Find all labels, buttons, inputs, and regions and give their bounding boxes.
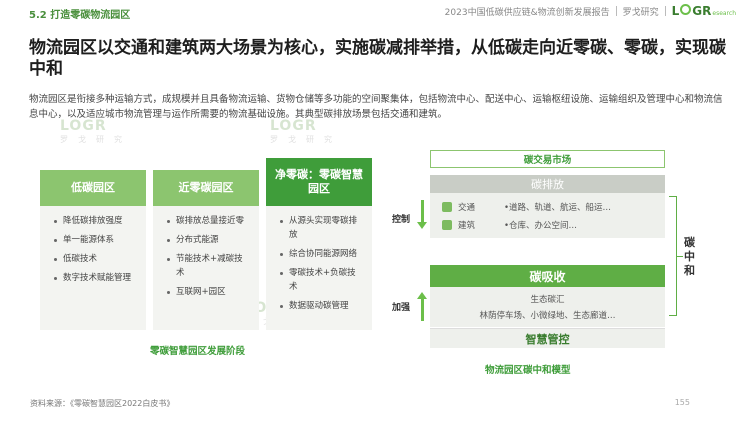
carbon-emission-header: 碳排放 (430, 175, 665, 193)
carbon-absorb-body: 生态碳汇 林荫停车场、小微绿地、生态廊道… (430, 287, 665, 327)
absorb-subtitle: 生态碳汇 (530, 295, 565, 305)
neutral-bracket-tick (677, 256, 683, 257)
section-tag: 5.2 打造零碳物流园区 (29, 10, 131, 21)
stage-title: 近零碳园区 (153, 170, 259, 206)
emission-row-building: 建筑 •仓库、办公空间… (430, 217, 665, 233)
brand-name: 罗戈研究 (622, 7, 659, 18)
list-item: 数据驱动碳管理 (280, 299, 364, 313)
source-note: 资料来源：《零碳智慧园区2022白皮书》 (30, 399, 175, 408)
model-caption: 物流园区碳中和模型 (485, 365, 571, 376)
report-title: 2023中国低碳供应链&物流创新发展报告 (444, 7, 610, 18)
strengthen-label: 加强 (392, 303, 411, 313)
stage-title: 净零碳：零碳智慧园区 (266, 158, 372, 206)
intro-paragraph: 物流园区是衔接多种运输方式，成规模并且具备物流运输、货物仓储等多功能的空间聚集体… (29, 94, 723, 120)
truck-icon (442, 202, 452, 212)
smart-control-box: 智慧管控 (430, 328, 665, 348)
carbon-emission-body: 交通 •道路、轨道、航运、船运… 建筑 •仓库、办公空间… (430, 193, 665, 238)
stage-items: 碳排放总量接近零 分布式能源 节能技术+减碳技术 互联网+园区 (153, 206, 259, 330)
carbon-market-box: 碳交易市场 (430, 150, 665, 168)
stage-items: 降低碳排放强度 单一能源体系 低碳技术 数字技术赋能管理 (40, 206, 146, 330)
list-item: 数字技术赋能管理 (54, 271, 138, 285)
list-item: 单一能源体系 (54, 233, 138, 247)
list-item: 互联网+园区 (167, 285, 251, 299)
neutral-bracket (669, 196, 677, 316)
list-item: 从源头实现零碳排放 (280, 214, 364, 242)
control-label: 控制 (392, 215, 411, 225)
building-icon (442, 220, 452, 230)
stages-caption: 零碳智慧园区发展阶段 (150, 346, 246, 357)
carbon-absorb-header: 碳吸收 (430, 265, 665, 287)
page-title: 物流园区以交通和建筑两大场景为核心，实施碳减排举措，从低碳走向近零碳、零碳，实现… (29, 38, 726, 79)
arrow-up-icon (417, 292, 427, 321)
stage-low-carbon: 低碳园区 降低碳排放强度 单一能源体系 低碳技术 数字技术赋能管理 (40, 170, 146, 330)
list-item: 零碳技术+负碳技术 (280, 266, 364, 294)
stage-net-zero: 净零碳：零碳智慧园区 从源头实现零碳排放 综合协同能源网络 零碳技术+负碳技术 … (266, 158, 372, 330)
list-item: 综合协同能源网络 (280, 247, 364, 261)
stage-items: 从源头实现零碳排放 综合协同能源网络 零碳技术+负碳技术 数据驱动碳管理 (266, 206, 372, 330)
emission-row-transport: 交通 •道路、轨道、航运、船运… (430, 199, 665, 215)
list-item: 节能技术+减碳技术 (167, 252, 251, 280)
carbon-neutral-label: 碳中和 (684, 236, 695, 277)
list-item: 降低碳排放强度 (54, 214, 138, 228)
list-item: 低碳技术 (54, 252, 138, 266)
list-item: 分布式能源 (167, 233, 251, 247)
arrow-down-icon (417, 200, 427, 229)
header-divider (664, 6, 666, 16)
list-item: 碳排放总量接近零 (167, 214, 251, 228)
stage-title: 低碳园区 (40, 170, 146, 206)
absorb-detail: 林荫停车场、小微绿地、生态廊道… (479, 311, 616, 321)
stage-near-zero: 近零碳园区 碳排放总量接近零 分布式能源 节能技术+减碳技术 互联网+园区 (153, 170, 259, 330)
header-divider (615, 6, 617, 16)
page-number: 155 (674, 398, 690, 407)
